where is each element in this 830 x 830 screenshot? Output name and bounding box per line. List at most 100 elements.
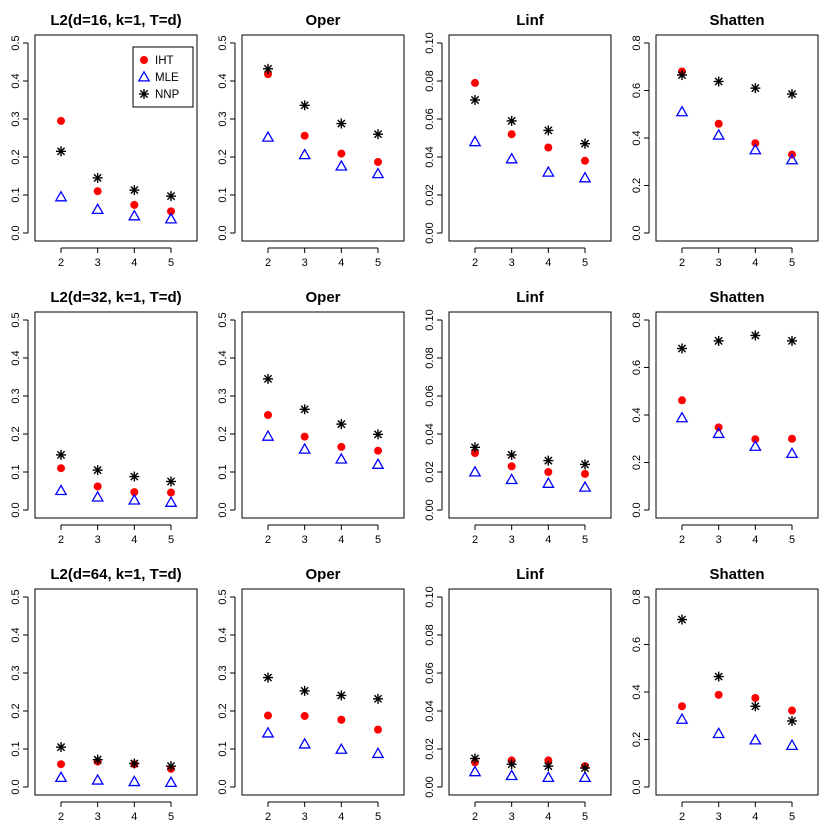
point-iht xyxy=(57,464,65,473)
x-tick-label: 3 xyxy=(509,257,515,269)
point-iht xyxy=(471,449,479,457)
y-tick-label: 0.5 xyxy=(10,312,22,327)
y-tick-label: 0.0 xyxy=(631,779,643,794)
x-tick-label: 3 xyxy=(716,811,722,823)
point-mle xyxy=(712,427,725,439)
point-mle xyxy=(468,135,482,147)
panel-title: L2(d=32, k=1, T=d) xyxy=(50,289,181,306)
y-tick-label: 0.10 xyxy=(424,309,436,330)
point-mle xyxy=(542,476,555,488)
point-mle xyxy=(261,726,275,738)
y-tick-label: 0.2 xyxy=(217,703,229,718)
point-nnp xyxy=(373,693,383,704)
point-iht xyxy=(788,434,796,443)
x-tick-label: 2 xyxy=(472,257,478,269)
point-iht xyxy=(93,482,102,491)
legend-symbol-nnp xyxy=(139,89,149,99)
y-tick-label: 0.10 xyxy=(424,586,436,607)
point-mle xyxy=(675,411,689,423)
point-mle xyxy=(91,202,104,214)
panel-title: L2(d=64, k=1, T=d) xyxy=(50,566,181,583)
point-mle xyxy=(91,773,104,785)
point-nnp xyxy=(56,146,66,157)
point-mle xyxy=(164,775,178,787)
point-nnp xyxy=(166,761,176,772)
y-tick-label: 0.1 xyxy=(217,741,229,756)
panel-title: Linf xyxy=(516,12,544,29)
x-tick-label: 4 xyxy=(131,257,137,269)
y-tick-label: 0.0 xyxy=(217,502,229,517)
panel-title: Linf xyxy=(516,566,544,583)
y-tick-label: 0.0 xyxy=(217,779,229,794)
point-mle xyxy=(335,452,348,464)
y-tick-label: 0.1 xyxy=(10,741,22,756)
point-iht xyxy=(751,693,760,702)
panel-title: Oper xyxy=(305,566,340,583)
point-nnp xyxy=(787,715,797,726)
y-tick-label: 0.02 xyxy=(424,461,436,482)
point-nnp xyxy=(543,125,554,136)
point-nnp xyxy=(129,471,140,482)
point-mle xyxy=(578,171,592,183)
point-mle xyxy=(128,209,141,221)
x-tick-label: 4 xyxy=(752,811,758,823)
panel-title: Shatten xyxy=(709,289,764,306)
point-iht xyxy=(57,116,65,125)
x-tick-label: 2 xyxy=(58,811,64,823)
point-mle xyxy=(542,770,555,783)
point-iht xyxy=(507,462,516,471)
x-tick-label: 5 xyxy=(582,257,588,269)
point-mle xyxy=(468,765,482,777)
x-tick-label: 3 xyxy=(95,534,101,546)
y-tick-label: 0.4 xyxy=(217,627,229,642)
point-iht xyxy=(714,119,723,128)
point-nnp xyxy=(56,449,66,460)
x-tick-label: 3 xyxy=(716,534,722,546)
point-iht xyxy=(544,468,553,476)
y-tick-label: 0.4 xyxy=(217,350,229,365)
y-tick-label: 0.06 xyxy=(424,385,436,406)
point-nnp xyxy=(506,449,517,460)
point-iht xyxy=(167,207,175,216)
point-mle xyxy=(712,727,725,739)
point-iht xyxy=(337,149,346,158)
y-tick-label: 0.4 xyxy=(631,407,643,422)
x-tick-label: 3 xyxy=(95,257,101,269)
y-tick-label: 0.4 xyxy=(631,130,643,145)
point-iht xyxy=(544,143,553,152)
y-tick-label: 0.2 xyxy=(10,703,22,718)
point-nnp xyxy=(787,89,797,100)
y-tick-label: 0.4 xyxy=(10,627,22,642)
x-tick-label: 2 xyxy=(265,257,271,269)
point-nnp xyxy=(166,191,176,202)
point-nnp xyxy=(750,330,761,341)
y-tick-label: 0.5 xyxy=(217,35,229,50)
point-iht xyxy=(300,131,309,140)
legend-label-mle: MLE xyxy=(155,72,179,84)
x-tick-label: 5 xyxy=(375,534,381,546)
point-mle xyxy=(91,490,104,502)
y-tick-label: 0.10 xyxy=(424,32,436,53)
point-iht xyxy=(264,411,272,419)
point-nnp xyxy=(263,373,273,384)
x-tick-label: 4 xyxy=(545,257,551,269)
x-tick-label: 3 xyxy=(302,811,308,823)
y-tick-label: 0.0 xyxy=(10,779,22,794)
point-mle xyxy=(128,775,141,787)
x-tick-label: 2 xyxy=(265,811,271,823)
point-nnp xyxy=(470,753,480,764)
point-iht xyxy=(337,715,346,724)
y-tick-label: 0.04 xyxy=(424,423,436,444)
point-nnp xyxy=(677,70,687,81)
point-iht xyxy=(374,157,382,166)
point-mle xyxy=(578,480,592,492)
point-iht xyxy=(678,396,686,405)
point-mle xyxy=(675,105,689,117)
y-tick-label: 0.04 xyxy=(424,700,436,721)
x-tick-label: 3 xyxy=(95,811,101,823)
y-tick-label: 0.5 xyxy=(217,589,229,604)
